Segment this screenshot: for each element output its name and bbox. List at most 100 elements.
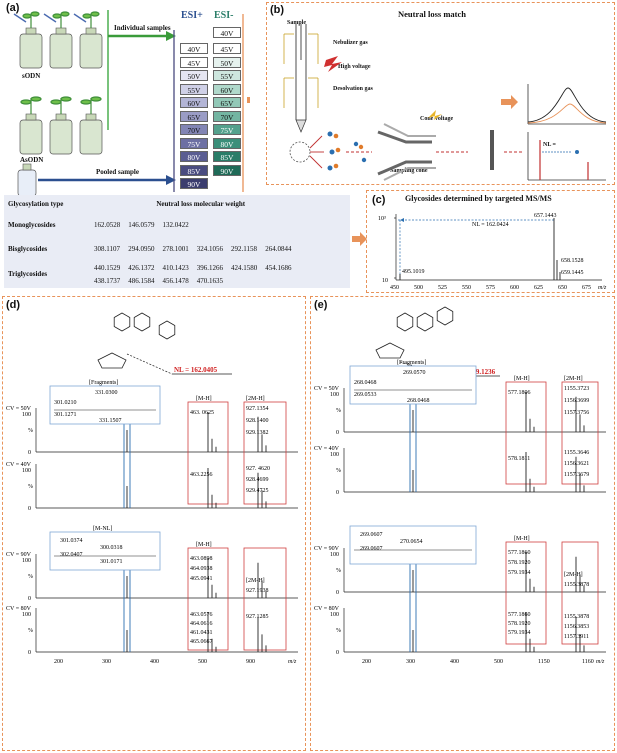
- table-cell: 410.1423: [162, 263, 189, 272]
- ytick-100: 100: [330, 452, 339, 458]
- frag-peak: 269.0607: [360, 546, 383, 552]
- voltage-neg-75V: 75V: [213, 124, 241, 135]
- panel-c-label: (c): [372, 194, 386, 206]
- xtick: 500: [494, 659, 503, 665]
- ytick-c-bottom: 10: [382, 278, 388, 284]
- m2h-peak-label: 927. 4620: [246, 466, 270, 472]
- frag-peak: 270.0654: [400, 539, 423, 545]
- table-cell: 426.1372: [128, 263, 155, 272]
- table-cell: 486.1584: [128, 276, 155, 285]
- frag-peak: 302.0407: [60, 552, 83, 558]
- peak-c-495: 495.1019: [402, 269, 425, 275]
- m2h-peak-label: 1156.3699: [564, 398, 589, 404]
- ytick-pct: %: [28, 484, 33, 490]
- table-cell: 292.1158: [231, 245, 257, 253]
- mh-peak-label: 579.1934: [508, 570, 531, 576]
- mh-peak-label: 578.1920: [508, 621, 531, 627]
- m2h-peak-label: 929.1382: [246, 430, 269, 436]
- table-cell: 424.1580: [231, 263, 258, 272]
- ytick-100: 100: [22, 612, 31, 618]
- voltage-neg-60V: 60V: [213, 83, 241, 95]
- m2h-box: [243, 547, 287, 651]
- frag-peak: 331.1507: [99, 418, 122, 424]
- ytick-100: 100: [22, 558, 31, 564]
- high-voltage-label: High voltage: [338, 64, 371, 70]
- nl-label: NL = 162.0405: [174, 366, 218, 374]
- pooled-sample-label: Pooled sample: [96, 168, 139, 176]
- mh-peak-label: 578.1920: [508, 560, 531, 566]
- individual-samples-label: Individual samples: [114, 24, 171, 32]
- panel-c-title: Glycosides determined by targeted MS/MS: [405, 194, 552, 203]
- xtick: 200: [54, 659, 63, 665]
- cv-label: CV = 80V: [314, 606, 340, 612]
- table-cell: 324.1056: [196, 245, 223, 253]
- m2h-peak-label: 1156.3853: [564, 624, 589, 630]
- xtick-c: 550: [462, 285, 471, 291]
- m2h-peak-label: 927.1938: [246, 588, 269, 594]
- mh-peak-label: 463.2256: [190, 472, 213, 478]
- fragments-box: [349, 365, 477, 405]
- table-cell: 396.1266: [196, 263, 223, 272]
- xunit: m/z: [288, 659, 297, 665]
- panel-b-box: [266, 2, 615, 185]
- nl-c: NL = 162.0424: [472, 222, 509, 228]
- voltage-neg-50V: 50V: [213, 56, 241, 68]
- table-cell: 278.1001: [162, 245, 189, 253]
- voltage-pos-55V: 55V: [180, 83, 208, 95]
- table-cell: 440.1529: [94, 263, 121, 272]
- sample-label: Sample: [287, 20, 307, 26]
- voltage-pos-70V: 70V: [180, 124, 208, 135]
- frag-peak: 301.0210: [54, 400, 77, 406]
- ytick-pct: %: [336, 568, 341, 574]
- xtick-c: 575: [486, 285, 495, 291]
- frag-peak: 331.0300: [95, 390, 118, 396]
- xtick-c: 650: [558, 285, 567, 291]
- m2h-label: [2M-H]: [246, 396, 265, 402]
- xtick: 900: [246, 659, 255, 665]
- ytick-0: 0: [336, 430, 339, 436]
- voltage-neg-45V: 45V: [213, 43, 241, 54]
- panel-a-label: (a): [6, 2, 20, 14]
- m2h-peak-label: 1157.3756: [564, 410, 589, 416]
- m2h-peak-label: 1156.3621: [564, 461, 589, 467]
- frag-peak: 301.1271: [54, 412, 77, 418]
- panel-e-label: (e): [314, 299, 328, 311]
- xtick-c: 450: [390, 285, 399, 291]
- mh-label: [M-H]: [514, 536, 530, 542]
- ytick-pct: %: [336, 628, 341, 634]
- m2h-peak-label: 927.1354: [246, 406, 269, 412]
- ytick-0: 0: [28, 596, 31, 602]
- ytick-0: 0: [28, 650, 31, 656]
- cv-label: CV = 90V: [314, 546, 340, 552]
- ytick-pct: %: [336, 408, 341, 414]
- esi-source-schematic: [283, 24, 607, 181]
- table-cell: 294.0950: [128, 245, 155, 253]
- cv-label: CV = 50V: [314, 386, 340, 392]
- xtick-c: 500: [414, 285, 423, 291]
- ytick-0: 0: [28, 450, 31, 456]
- peak-c-657: 657.1443: [534, 213, 557, 219]
- cv-label: CV = 80V: [6, 606, 32, 612]
- voltage-pos-90V: 90V: [180, 178, 208, 189]
- frag-peak: 301.0374: [60, 538, 83, 544]
- frag-peak: 269.0533: [354, 392, 377, 398]
- mh-peak-label: 577.1806: [508, 390, 531, 396]
- xtick-c: 675: [582, 285, 591, 291]
- panel-c-box: [366, 190, 615, 293]
- panel-b-label: (b): [270, 4, 285, 16]
- frag-peak: 269.0570: [403, 370, 426, 376]
- mh-label: [M-H]: [196, 396, 212, 402]
- voltage-pos-65V: 65V: [180, 110, 208, 122]
- m2h-peak-label: 1157.3911: [564, 634, 589, 640]
- neutral-loss-table: Glycosylation type Neutral loss molecula…: [4, 195, 350, 288]
- xtick: 300: [406, 659, 415, 665]
- m2h-peak-label: 927.1285: [246, 614, 269, 620]
- xtick: 1150: [538, 659, 550, 665]
- fragments-title: [Fragments]: [397, 360, 426, 366]
- xtick-c: 600: [510, 285, 519, 291]
- mh-peak-label: 464.0616: [190, 621, 213, 627]
- voltage-pos-75V: 75V: [180, 137, 208, 149]
- m2h-label: [2M-H]: [246, 578, 265, 584]
- ytick-0: 0: [336, 590, 339, 596]
